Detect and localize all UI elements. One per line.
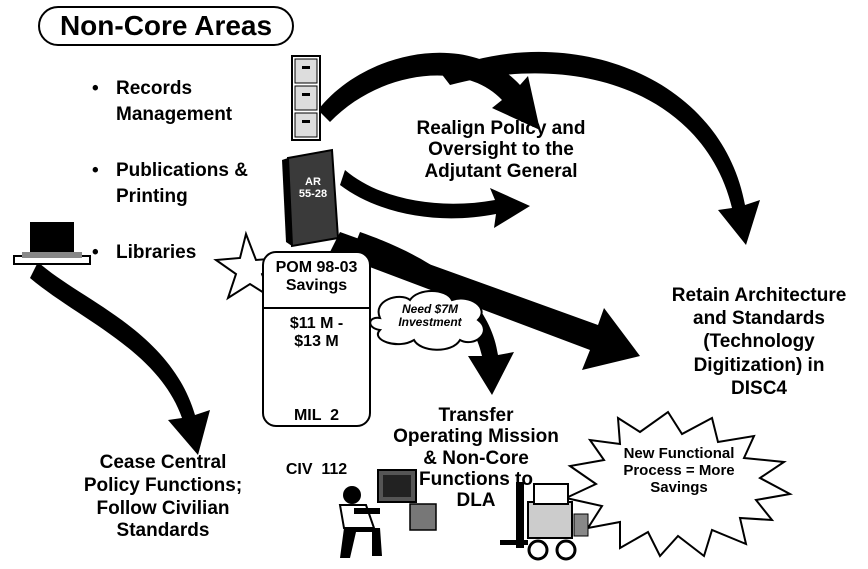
realign-line1: Realign Policy and [416,118,586,139]
new-process-line1: New Functional [623,445,735,462]
realign-text: Realign Policy and Oversight to the Adju… [388,118,614,182]
book-label: AR 55-28 [292,176,334,201]
pom-divider [264,307,369,309]
bullet-dot: • [92,242,99,263]
pom-savings-box: POM 98-03 Savings $11 M - $13 M MIL 2 CI… [262,251,371,478]
bullet-records-line2: Management [116,104,233,125]
retain-line5: DISC4 [731,377,787,399]
transfer-line5: DLA [456,490,496,512]
person-computer-icon [338,469,437,558]
transfer-line1: Transfer [438,405,514,426]
bullet-records-line1: Records [116,78,193,99]
bullet-publications-line1: Publications & [116,160,248,181]
regulation-book-icon [282,148,340,248]
transfer-text: Transfer Operating Mission & Non-Core Fu… [388,405,564,511]
pom-personnel: MIL 2 CIV 112 [264,371,369,514]
transfer-line4: Functions to [419,468,533,490]
printer-icon [13,222,91,265]
cease-line1: Cease Central [99,452,227,473]
new-process-line3: Savings [650,478,708,496]
arrow-printer-to-cease [30,262,210,455]
pom-line6: CIV 112 [285,460,348,478]
pom-header: POM 98-03 Savings [264,259,369,295]
cease-line2: Policy Functions; [83,474,243,496]
investment-cloud [369,290,485,351]
bullet-libraries: • Libraries [92,242,196,264]
forklift-icon [500,482,589,561]
transfer-line2: Operating Mission [393,426,559,448]
retain-text: Retain Architecture and Standards (Techn… [654,284,864,400]
bullet-publications: • Publications & Printing [92,160,248,207]
book-label-line2: 55-28 [298,188,328,201]
arrow-top-to-retain [440,51,760,245]
cease-line3: Follow Civilian [96,497,230,519]
bullet-libraries-line1: Libraries [116,242,197,263]
book-label-line1: AR [305,176,321,188]
pom-line4: $13 M [294,332,339,350]
retain-line1: Retain Architecture [671,285,847,306]
bullet-publications-line2: Printing [116,186,188,207]
investment-line1: Need $7M [401,302,459,316]
bullet-records: • Records Management [92,78,232,125]
investment-line2: Investment [398,315,462,330]
cease-text: Cease Central Policy Functions; Follow C… [58,452,268,543]
new-process-text: New Functional Process = More Savings [604,445,754,496]
new-process-line2: Process = More [623,461,735,479]
pom-line5: MIL 2 [293,406,340,424]
pom-line2: Savings [285,276,348,294]
retain-line2: and Standards [693,308,825,330]
pom-line1: POM 98-03 [275,259,358,276]
bullet-dot: • [92,160,99,181]
retain-line3: (Technology [703,331,815,353]
file-cabinet-icon [291,55,321,141]
arrow-book-to-realign [340,170,530,228]
realign-line3: Adjutant General [424,160,578,182]
investment-text: Need $7M Investment [382,302,478,330]
bullet-dot: • [92,78,99,99]
realign-line2: Oversight to the [428,139,574,161]
pom-line3: $11 M - [289,315,344,332]
transfer-line3: & Non-Core [423,447,529,469]
pom-amount: $11 M - $13 M [264,315,369,351]
savings-starburst [562,410,794,558]
cease-line4: Standards [116,520,210,542]
diagram-title: Non-Core Areas [38,6,294,46]
retain-line4: Digitization) in [693,354,825,376]
